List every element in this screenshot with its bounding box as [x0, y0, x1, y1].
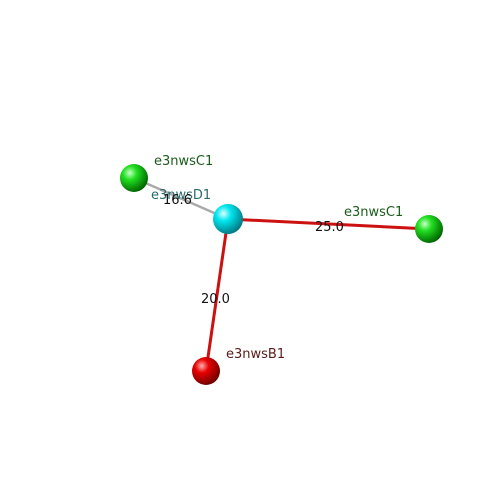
node-label-e3nwsC1-right: e3nwsC1 — [344, 205, 403, 220]
node-labels: e3nwsC1 e3nwsD1 e3nwsC1 e3nwsB1 — [151, 154, 403, 362]
edge-d1-c1-left — [132, 176, 230, 221]
edge-label-16-6: 16.6 — [163, 193, 192, 208]
edges — [132, 176, 431, 373]
nodes — [120, 164, 443, 385]
edge-label-25-0: 25.0 — [315, 220, 344, 235]
node-e3nwsC1-right[interactable] — [415, 215, 443, 243]
edge-label-20-0: 20.0 — [201, 292, 230, 307]
node-e3nwsC1-left[interactable] — [120, 164, 148, 192]
node-label-e3nwsD1: e3nwsD1 — [151, 188, 211, 203]
node-e3nwsD1[interactable] — [213, 204, 243, 234]
edge-d1-c1-right — [226, 217, 431, 231]
node-label-e3nwsC1-left: e3nwsC1 — [154, 154, 213, 169]
node-e3nwsB1[interactable] — [192, 357, 220, 385]
edge-d1-b1 — [204, 217, 230, 373]
edge-labels: 16.6 25.0 20.0 — [163, 193, 344, 307]
node-label-e3nwsB1: e3nwsB1 — [226, 347, 285, 362]
